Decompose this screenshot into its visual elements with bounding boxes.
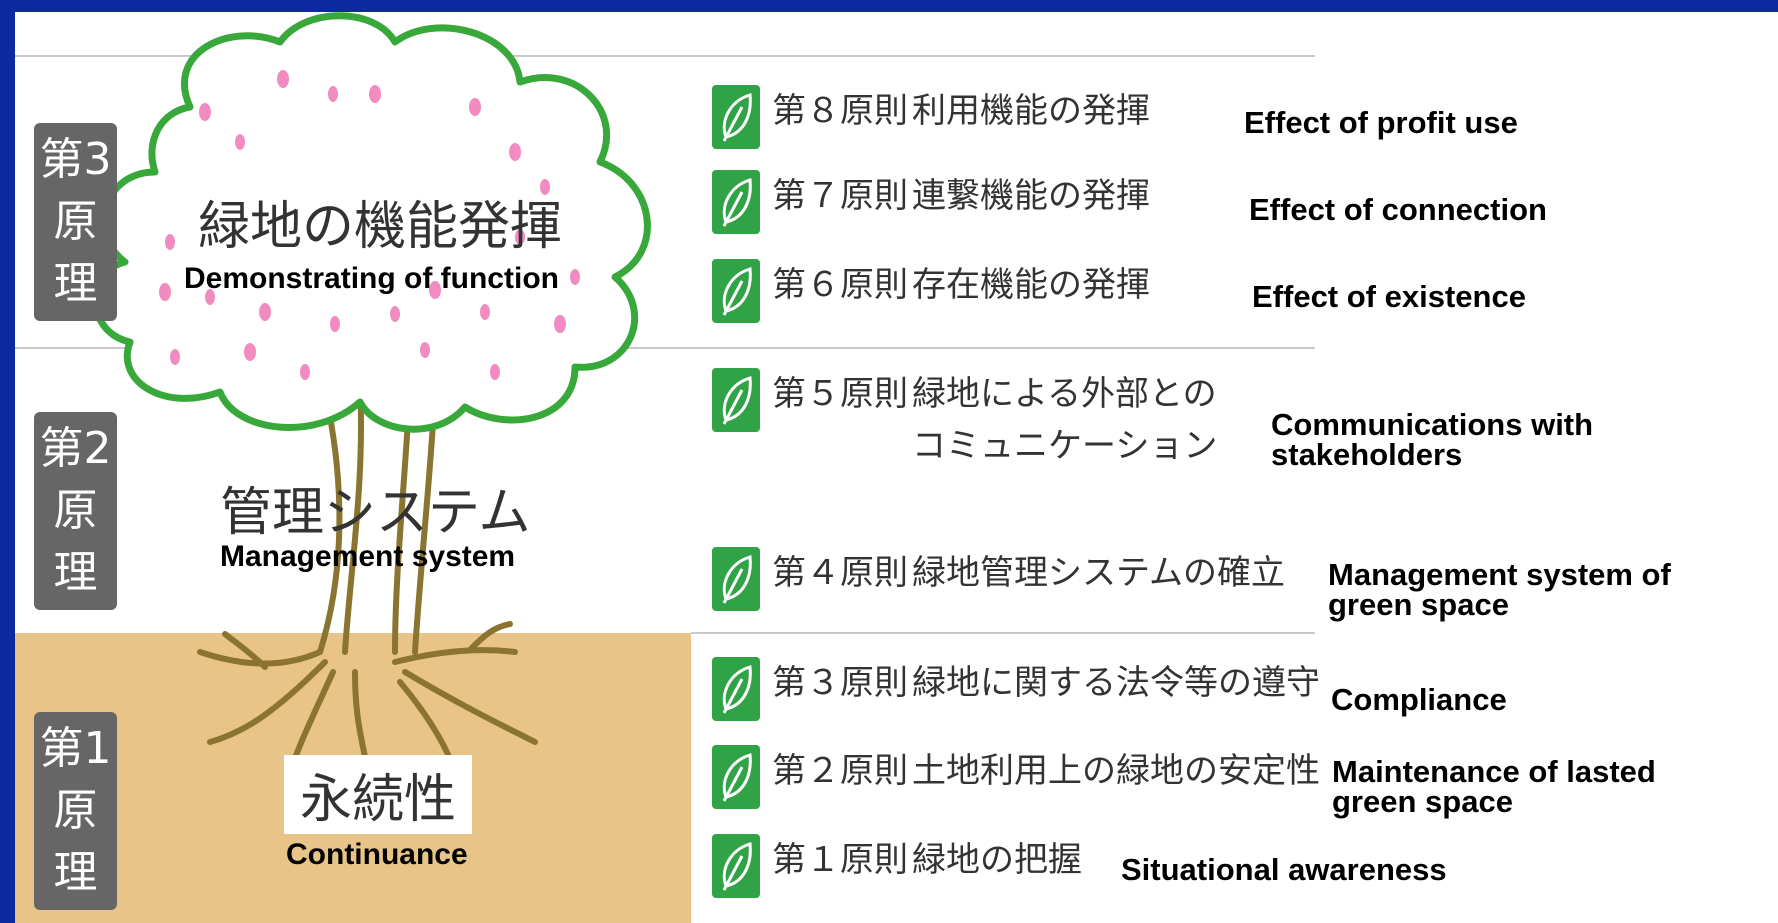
principle-text: 緑地による外部との [912, 374, 1217, 414]
principle-7-en: Effect of connection [1249, 192, 1547, 227]
principle-3: 第３原則緑地に関する法令等の遵守 [712, 657, 1320, 721]
principle-number: 第３原則 [772, 663, 908, 703]
principle-8: 第８原則利用機能の発揮 [712, 85, 1150, 149]
leaf-icon [712, 368, 760, 432]
principle-6-en: Effect of existence [1252, 279, 1526, 314]
principle-4-en-line2: green space [1328, 587, 1509, 622]
principle-5-en-line2: stakeholders [1271, 437, 1463, 472]
leaf-icon [712, 170, 760, 234]
principle-number: 第８原則 [772, 91, 908, 131]
leaf-icon [712, 834, 760, 898]
principle-number: 第１原則 [772, 840, 908, 880]
principle-1: 第１原則緑地の把握 [712, 834, 1082, 898]
tree-illustration [92, 12, 651, 775]
principle-7: 第７原則連繋機能の発揮 [712, 170, 1150, 234]
tier1-title-ja: 永続性 [284, 755, 473, 834]
tier1-label: 第1 原理 [34, 712, 117, 910]
principle-5: 第５原則緑地による外部とのコミュニケーション [712, 368, 1217, 472]
principle-text: 緑地の把握 [912, 840, 1082, 880]
principle-number: 第２原則 [772, 751, 908, 791]
principle-2-en-line2: green space [1332, 784, 1513, 819]
principle-text: 連繋機能の発揮 [912, 176, 1150, 216]
principle-text: 土地利用上の緑地の安定性 [912, 751, 1320, 791]
principle-number: 第６原則 [772, 265, 908, 305]
leaf-icon [712, 259, 760, 323]
principle-2-en-line1: Maintenance of lasted [1332, 754, 1656, 789]
leaf-icon [712, 657, 760, 721]
tier3-title-en: Demonstrating of function [184, 262, 559, 295]
tier1-title-en: Continuance [286, 838, 468, 871]
principle-text: 緑地に関する法令等の遵守 [912, 663, 1320, 703]
principle-6: 第６原則存在機能の発揮 [712, 259, 1150, 323]
principle-2: 第２原則土地利用上の緑地の安定性 [712, 745, 1320, 809]
tier3-label: 第3 原理 [34, 123, 117, 321]
leaf-icon [712, 745, 760, 809]
divider-mid [15, 347, 1315, 349]
leaf-icon [712, 547, 760, 611]
principle-number: 第７原則 [772, 176, 908, 216]
slide: 第3 原理 第2 原理 第1 原理 緑地の機能発揮 Demonstrating … [15, 12, 1778, 923]
tier3-title-ja: 緑地の機能発揮 [198, 197, 563, 257]
leaf-icon [712, 85, 760, 149]
principle-text: 存在機能の発揮 [912, 265, 1150, 305]
principle-text-line2: コミュニケーション [912, 426, 1218, 466]
tier2-title-en: Management system [220, 540, 516, 573]
principle-4-en-line1: Management system of [1328, 557, 1671, 592]
principle-1-en: Situational awareness [1121, 852, 1447, 887]
divider-top [15, 55, 1315, 57]
divider-low [691, 632, 1315, 634]
trunk [197, 384, 538, 775]
principle-5-en-line1: Communications with [1271, 407, 1594, 442]
principle-4: 第４原則緑地管理システムの確立 [712, 547, 1285, 611]
principle-number: 第４原則 [772, 553, 908, 593]
principle-text: 利用機能の発揮 [912, 91, 1150, 131]
blossoms [159, 70, 580, 380]
tier2-title-ja: 管理システム [220, 483, 531, 543]
principle-text: 緑地管理システムの確立 [912, 553, 1285, 593]
principle-8-en: Effect of profit use [1244, 105, 1518, 140]
tier2-label: 第2 原理 [34, 412, 117, 610]
principle-number: 第５原則 [772, 374, 908, 414]
principle-3-en: Compliance [1331, 682, 1507, 717]
